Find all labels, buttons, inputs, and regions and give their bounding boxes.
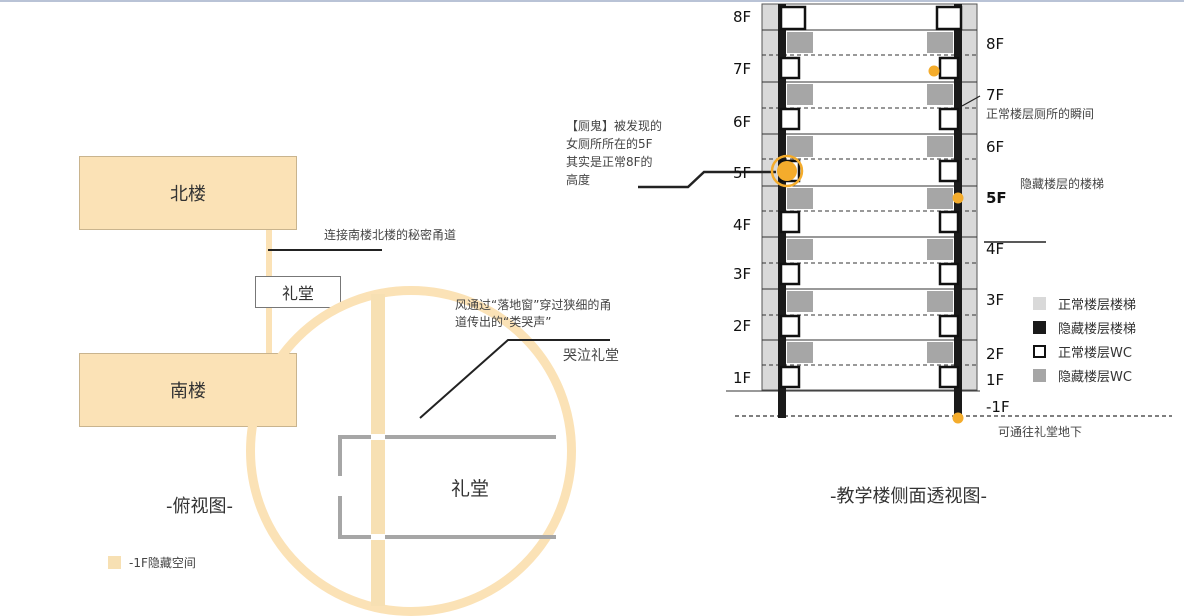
normal-wc-right xyxy=(938,159,960,183)
note-5f-line-1: 【厕鬼】被发现的 xyxy=(566,119,663,133)
window-top-border xyxy=(0,0,1184,2)
left-floor-8f: 8F xyxy=(733,8,752,26)
normal-stairs-right xyxy=(962,4,977,390)
normal-toilet-leader xyxy=(961,95,981,107)
legend-normal-wc-label: 正常楼层WC xyxy=(1058,346,1132,361)
hidden-space-swatch xyxy=(108,556,121,569)
basement-dot xyxy=(952,412,964,424)
normal-toilet-dot xyxy=(928,65,940,77)
normal-wc-left xyxy=(779,5,807,31)
right-floor-7f: 7F xyxy=(986,86,1005,104)
legend-normal-wc-swatch xyxy=(1033,345,1046,358)
tunnel-note-leader xyxy=(268,249,382,251)
legend-hidden-stairs-label: 隐藏楼层楼梯 xyxy=(1058,322,1137,337)
legend-normal-wc: 正常楼层WC xyxy=(1033,342,1132,361)
note-5f-line-3: 其实是正常8F的 xyxy=(566,155,653,169)
legend-hidden-wc: 隐藏楼层WC xyxy=(1033,366,1132,385)
note-normal-toilet: 正常楼层厕所的瞬间 xyxy=(986,107,1095,121)
legend-hidden-stairs-swatch xyxy=(1033,321,1046,334)
normal-wc-left xyxy=(779,262,801,286)
normal-wc-right xyxy=(938,56,960,80)
left-floor-4f: 4F xyxy=(733,216,752,234)
left-floor-7f: 7F xyxy=(733,60,752,78)
normal-wc-right xyxy=(938,210,960,234)
note-5f-line-2: 女厕所所在的5F xyxy=(566,137,653,151)
side-view-caption: -教学楼侧面透视图- xyxy=(830,486,987,507)
hidden-wc-left xyxy=(787,239,813,260)
legend-hidden-wc-label: 隐藏楼层WC xyxy=(1058,370,1132,385)
hidden-wc-right xyxy=(927,291,953,312)
hidden-space-legend: -1F隐藏空间 xyxy=(129,556,196,570)
legend-hidden-stairs: 隐藏楼层楼梯 xyxy=(1033,318,1136,337)
normal-wc-left xyxy=(779,365,801,389)
left-floor-5f: 5F xyxy=(733,164,752,182)
hidden-wc-left xyxy=(787,188,813,209)
left-floor-6f: 6F xyxy=(733,113,752,131)
note-hidden-stairs: 隐藏楼层的楼梯 xyxy=(1020,177,1105,191)
hidden-wc-right xyxy=(927,32,953,53)
right-floor-4f: 4F xyxy=(986,240,1005,258)
normal-wc-left xyxy=(779,56,801,80)
normal-wc-right xyxy=(938,262,960,286)
tunnel-note: 连接南楼北楼的秘密甬道 xyxy=(324,228,457,242)
normal-stairs-left xyxy=(762,4,778,390)
legend-normal-stairs-swatch xyxy=(1033,297,1046,310)
right-floor-1f: 1F xyxy=(986,371,1005,389)
hidden-wc-right xyxy=(927,239,953,260)
left-floor-2f: 2F xyxy=(733,317,752,335)
note-basement: 可通往礼堂地下 xyxy=(998,425,1083,439)
normal-wc-right xyxy=(938,107,960,131)
wind-note-leader xyxy=(419,339,610,419)
normal-wc-left xyxy=(779,314,801,338)
north-building-label: 北楼 xyxy=(170,184,206,205)
ghost-toilet-ring xyxy=(770,154,804,188)
left-floor-3f: 3F xyxy=(733,265,752,283)
hidden-wc-left xyxy=(787,32,813,53)
right-floor-2f: 2F xyxy=(986,345,1005,363)
right-floor-b1: -1F xyxy=(986,398,1010,416)
legend-normal-stairs: 正常楼层楼梯 xyxy=(1033,294,1136,313)
ghost-toilet-dot xyxy=(777,161,797,181)
note-5f-line-4: 高度 xyxy=(566,173,591,187)
legend-hidden-wc-swatch xyxy=(1033,369,1046,382)
normal-wc-left xyxy=(779,210,801,234)
wind-note-line-1: 风通过“落地窗”穿过狭细的甬 xyxy=(455,298,612,312)
normal-wc-right xyxy=(938,365,960,389)
wind-note-line-2: 道传出的“类哭声” xyxy=(455,315,552,329)
hidden-wc-left xyxy=(787,291,813,312)
right-floor-5f: 5F xyxy=(986,189,1007,207)
right-floor-3f: 3F xyxy=(986,291,1005,309)
hidden-wc-left xyxy=(787,342,813,363)
note-5f-leader xyxy=(638,170,776,189)
building-frame xyxy=(761,3,978,391)
hall-small-box: 礼堂 xyxy=(255,276,341,308)
magnified-tunnel-line xyxy=(371,294,385,606)
hidden-wc-right xyxy=(927,136,953,157)
hall-small-label: 礼堂 xyxy=(281,284,314,303)
hall-large-label: 礼堂 xyxy=(451,478,490,500)
hidden-wc-right xyxy=(927,342,953,363)
normal-wc-right xyxy=(938,314,960,338)
north-building: 北楼 xyxy=(79,156,297,230)
hidden-wc-right xyxy=(927,84,953,105)
hidden-wc-left xyxy=(787,84,813,105)
hall-outline-top xyxy=(338,435,556,476)
hall-outline-bottom xyxy=(338,496,556,539)
normal-wc-left xyxy=(779,107,801,131)
hidden-wc-left xyxy=(787,136,813,157)
left-floor-1f: 1F xyxy=(733,369,752,387)
right-floor-8f: 8F xyxy=(986,35,1005,53)
south-building-label: 南楼 xyxy=(170,381,206,402)
hidden-wc-right xyxy=(927,188,953,209)
hidden-stairs-dot xyxy=(952,192,964,204)
top-view-caption: -俯视图- xyxy=(166,496,233,517)
normal-wc-right xyxy=(935,5,963,31)
legend-normal-stairs-label: 正常楼层楼梯 xyxy=(1058,298,1137,313)
crying-hall-label: 哭泣礼堂 xyxy=(563,348,619,364)
right-floor-6f: 6F xyxy=(986,138,1005,156)
